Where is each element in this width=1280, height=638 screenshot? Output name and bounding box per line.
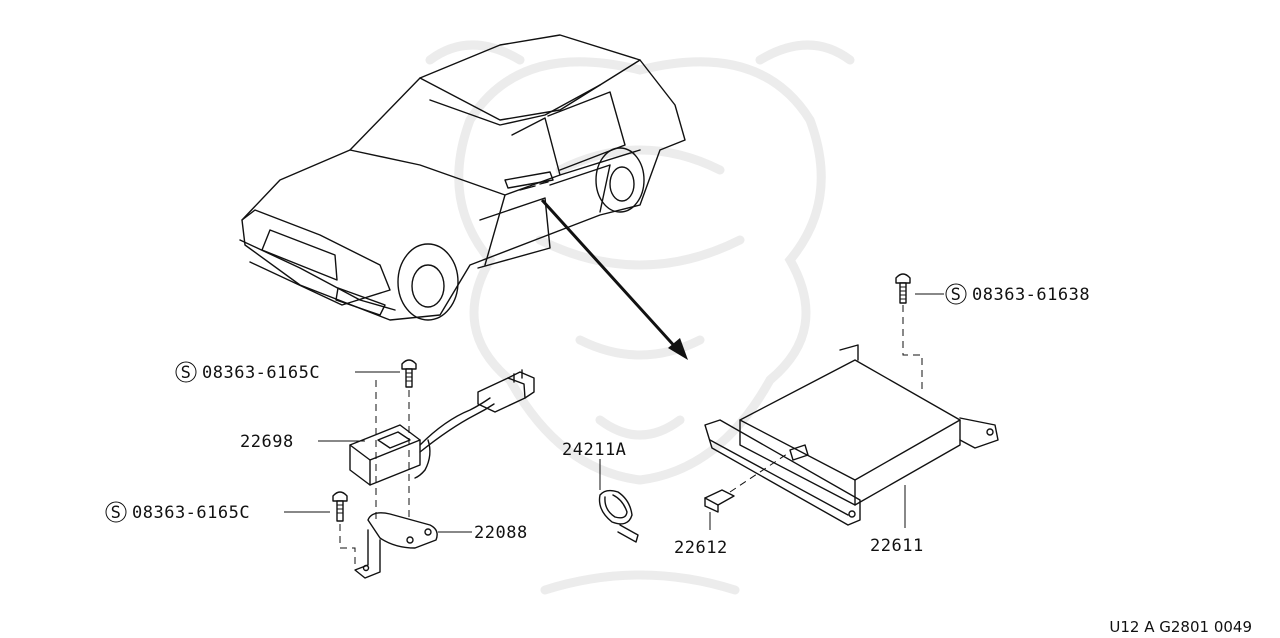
ecu-module-22611 [704, 344, 999, 528]
part-number-24211a: 24211A [562, 440, 626, 460]
part-number-22698: 22698 [240, 432, 294, 452]
standard-part-symbol-text: S [111, 503, 122, 523]
diagram-code: U12 A G2801 0049 [1109, 618, 1252, 636]
callout-bolt-top-right: S 08363-61638 [945, 283, 1090, 305]
standard-part-symbol-text: S [951, 285, 962, 305]
standard-part-symbol-icon [945, 283, 967, 305]
part-number-08363-6165c-upper: 08363-6165C [202, 363, 320, 383]
part-number-22611: 22611 [870, 536, 924, 556]
standard-part-symbol-text: S [181, 363, 192, 383]
car-illustration [239, 34, 686, 321]
callout-bolt-left-lower: S 08363-6165C [105, 501, 250, 523]
clamp-24211a [598, 459, 639, 543]
bolt-left-lower [284, 491, 356, 565]
location-arrow [540, 198, 688, 360]
part-number-08363-6165c-lower: 08363-6165C [132, 503, 250, 523]
standard-part-symbol-icon [175, 361, 197, 383]
harness-clip-22612 [704, 451, 791, 530]
part-number-22088: 22088 [474, 523, 528, 543]
part-number-08363-61638: 08363-61638 [972, 285, 1090, 305]
callout-bolt-left-upper: S 08363-6165C [175, 361, 320, 383]
bolt-top-right [895, 273, 944, 390]
bolt-left-upper [355, 359, 417, 520]
part-number-22612: 22612 [674, 538, 728, 558]
watermark-emblem [425, 40, 855, 595]
bracket-22088 [354, 512, 472, 579]
standard-part-symbol-icon [105, 501, 127, 523]
control-unit-22698 [318, 369, 535, 486]
